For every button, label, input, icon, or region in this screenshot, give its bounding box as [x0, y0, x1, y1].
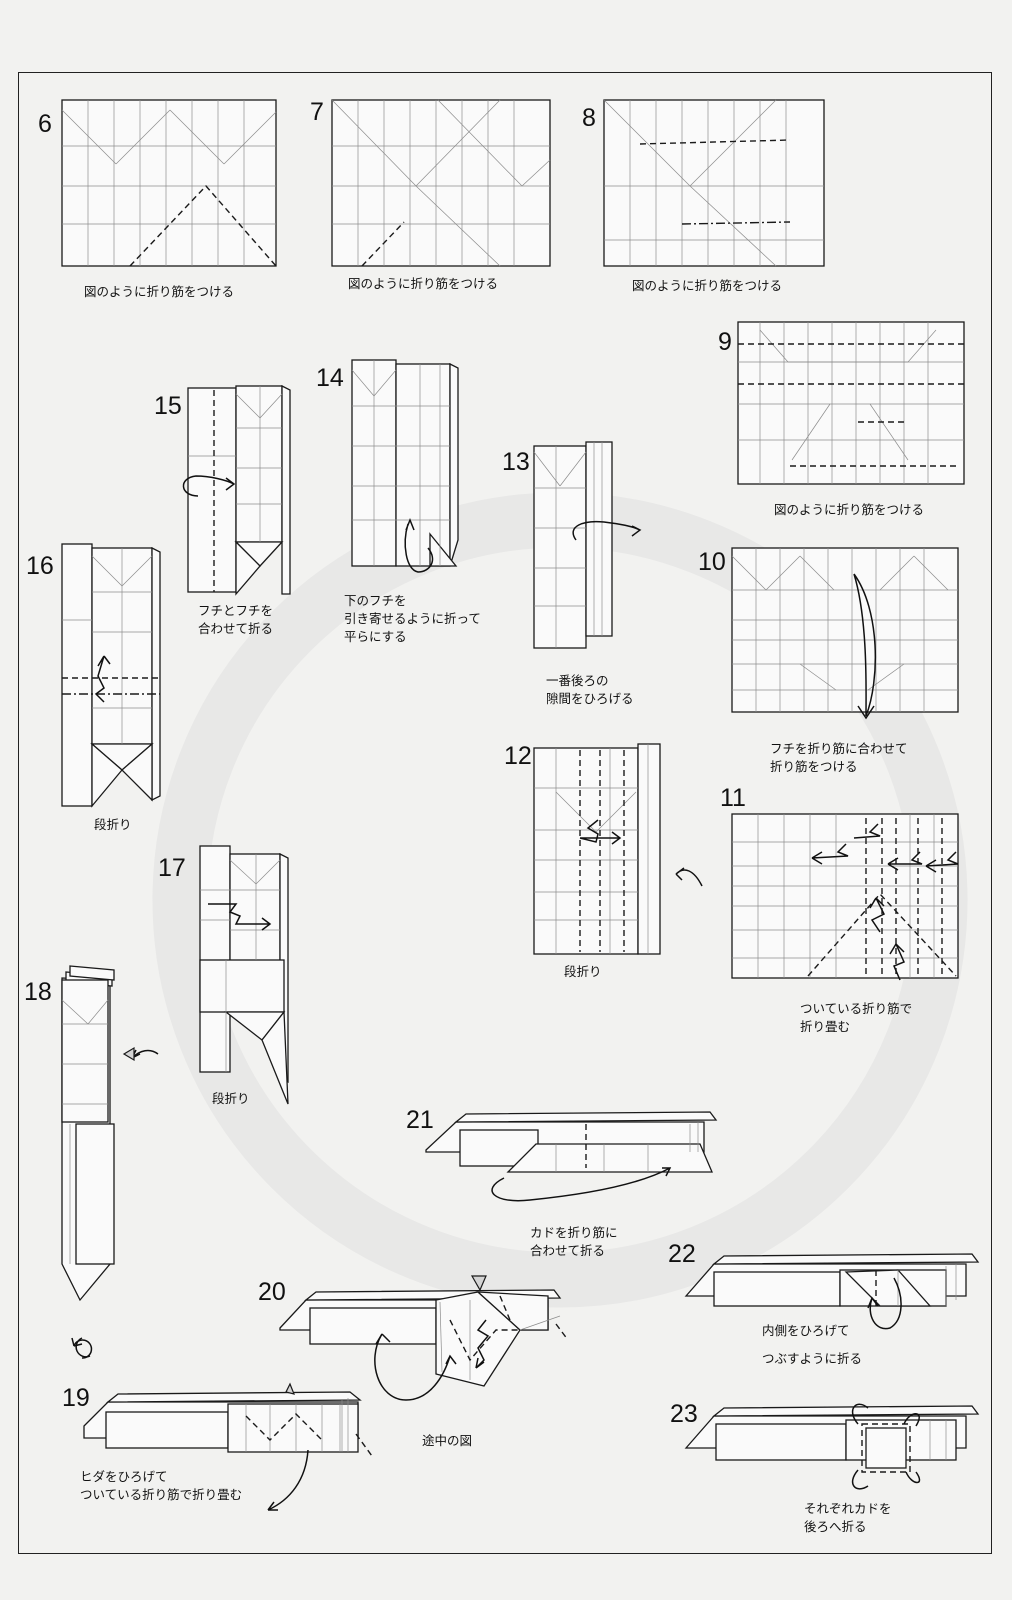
- step-19-caption: ヒダをひろげてついている折り筋で折り畳む: [80, 1469, 243, 1502]
- step-17-figure: [199, 845, 289, 1105]
- step-number: 21: [406, 1106, 434, 1134]
- step-16-figure: [61, 543, 161, 808]
- step-number: 6: [38, 110, 52, 138]
- step-22-figure: [684, 1253, 980, 1330]
- step-17-caption: 段折り: [212, 1091, 250, 1106]
- step-19-figure: [83, 1382, 373, 1511]
- step-13-figure: [533, 441, 642, 649]
- step-14-figure: [351, 359, 459, 573]
- step-number: 16: [26, 552, 54, 580]
- step-number: 20: [258, 1278, 286, 1306]
- step-18-figure: [61, 965, 159, 1302]
- step-6-figure: [61, 99, 277, 267]
- step-20-caption: 途中の図: [422, 1433, 473, 1448]
- step-14-caption: 下のフチを引き寄せるように折って平らにする: [344, 593, 481, 644]
- step-8-caption: 図のように折り筋をつける: [632, 278, 783, 293]
- diagram-frame: [18, 72, 992, 1554]
- turn-over-icon: [71, 1337, 93, 1359]
- step-12-figure: [533, 743, 703, 955]
- step-10-caption: フチを折り筋に合わせて折り筋をつける: [770, 741, 908, 774]
- step-number: 23: [670, 1400, 698, 1428]
- step-8-figure: [603, 99, 825, 267]
- step-6-caption: 図のように折り筋をつける: [84, 284, 235, 299]
- step-21-figure: [425, 1111, 718, 1202]
- step-12-caption: 段折り: [564, 964, 602, 979]
- step-9-figure: [737, 321, 965, 485]
- step-number: 10: [698, 548, 726, 576]
- step-20-figure: [279, 1275, 569, 1401]
- step-9-caption: 図のように折り筋をつける: [774, 502, 925, 517]
- step-23-caption: それぞれカドを後ろへ折る: [804, 1501, 892, 1534]
- step-number: 9: [718, 328, 732, 356]
- step-number: 7: [310, 98, 324, 126]
- step-number: 11: [720, 784, 746, 812]
- step-16-caption: 段折り: [94, 817, 132, 832]
- step-15-figure: [182, 384, 291, 596]
- step-number: 15: [154, 392, 182, 420]
- step-number: 18: [24, 978, 52, 1006]
- step-number: 19: [62, 1384, 90, 1412]
- step-11-figure: [731, 813, 959, 981]
- step-number: 22: [668, 1240, 696, 1268]
- step-10-figure: [731, 547, 959, 720]
- step-number: 14: [316, 364, 344, 392]
- step-13-caption: 一番後ろの隙間をひろげる: [546, 673, 634, 706]
- step-number: 13: [502, 448, 530, 476]
- step-23-figure: [684, 1403, 980, 1490]
- step-number: 12: [504, 742, 532, 770]
- step-number: 8: [582, 104, 596, 132]
- step-number: 17: [158, 854, 186, 882]
- step-15-caption: フチとフチを合わせて折る: [198, 603, 274, 636]
- step-11-caption: ついている折り筋で折り畳む: [800, 1001, 913, 1034]
- step-22-caption: 内側をひろげてつぶすように折る: [762, 1323, 863, 1366]
- step-21-caption: カドを折り筋に合わせて折る: [530, 1225, 618, 1258]
- step-7-figure: [331, 99, 551, 267]
- step-7-caption: 図のように折り筋をつける: [348, 276, 499, 291]
